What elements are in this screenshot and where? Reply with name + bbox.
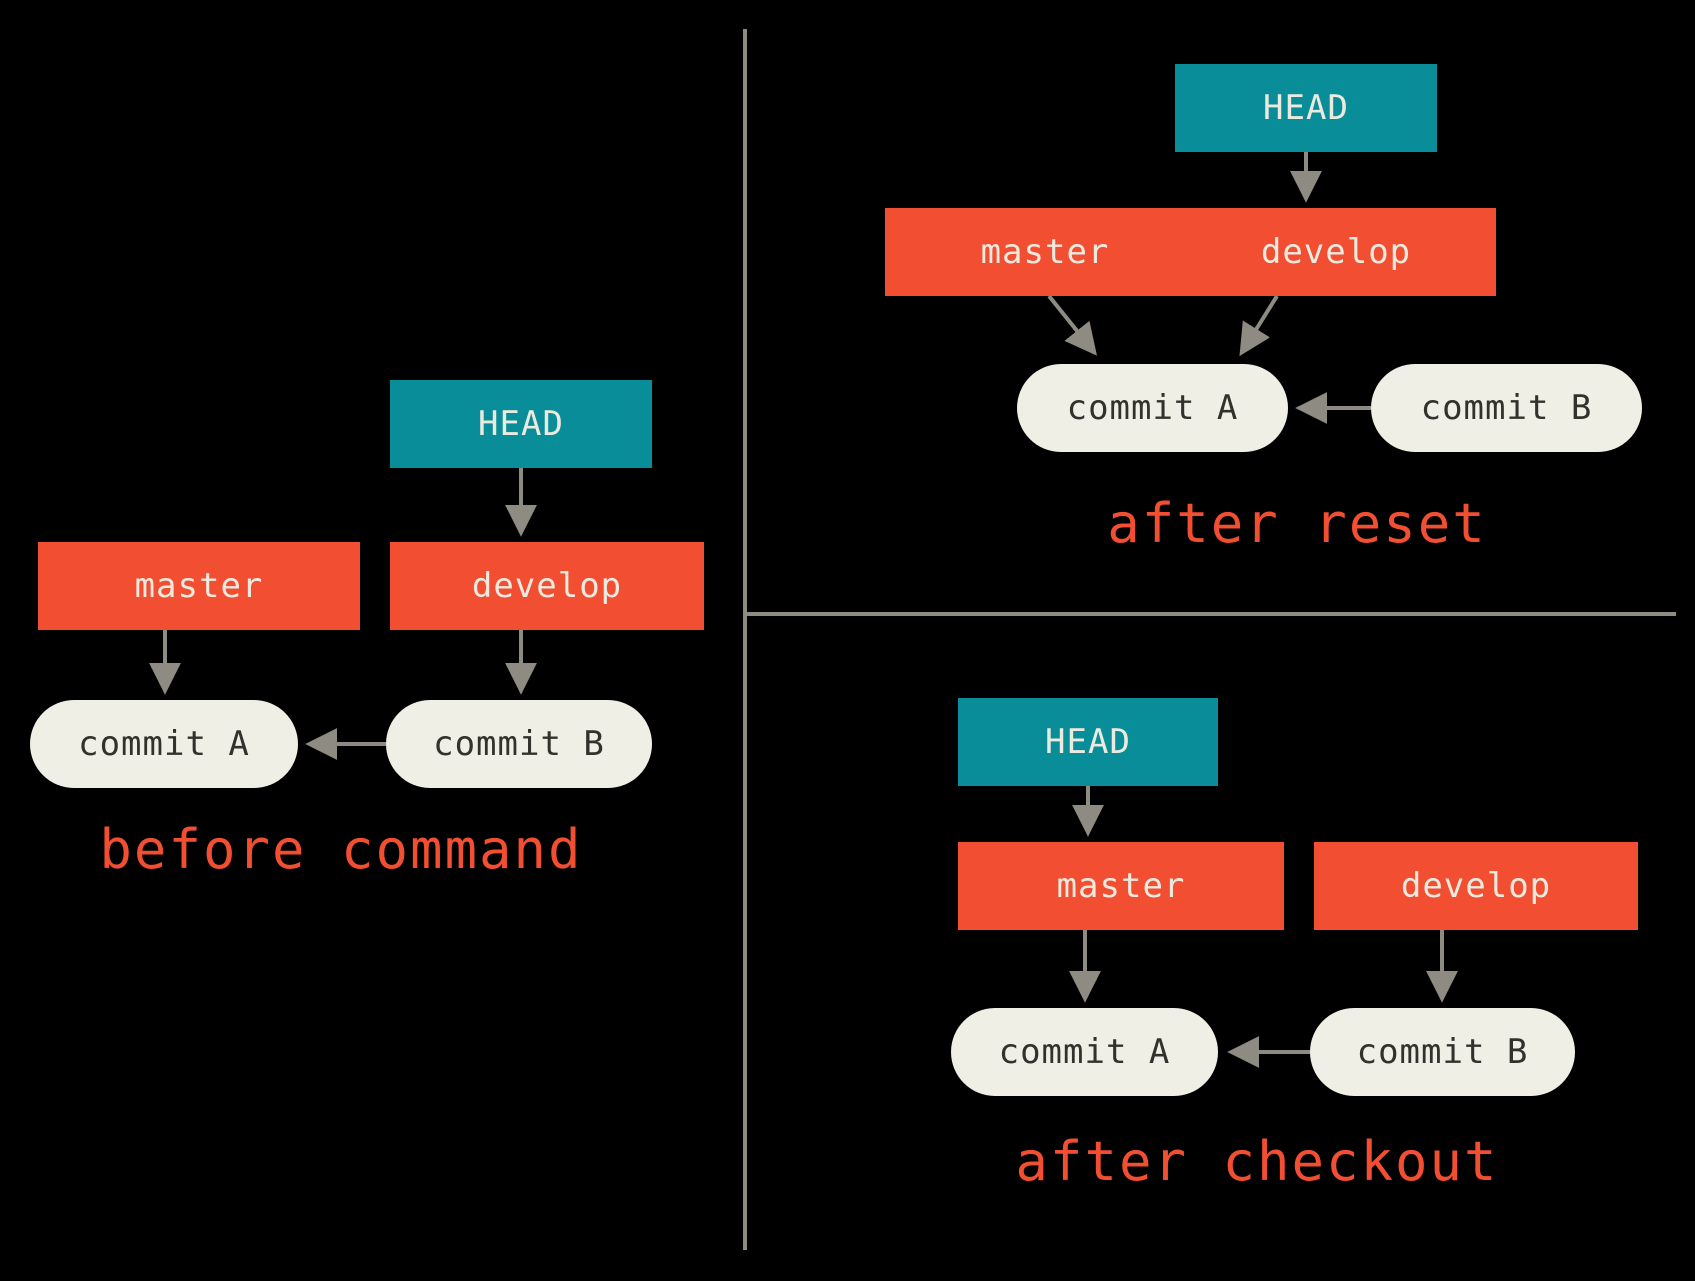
panel-caption: before command xyxy=(99,818,583,881)
master-branch-label: master xyxy=(980,232,1110,272)
panel-caption: after checkout xyxy=(1015,1130,1499,1193)
develop-branch-box: develop xyxy=(1314,842,1638,930)
panel-caption: after reset xyxy=(1107,492,1487,555)
master-branch-box: master xyxy=(958,842,1284,930)
combined-branch-box xyxy=(885,208,1496,296)
commit-a-node: commit A xyxy=(951,1008,1218,1096)
head-box: HEAD xyxy=(1175,64,1437,152)
head-box: HEAD xyxy=(958,698,1218,786)
commit-a-node: commit A xyxy=(1017,364,1288,452)
commit-b-node: commit B xyxy=(1371,364,1642,452)
head-box: HEAD xyxy=(390,380,652,468)
develop-branch-box: develop xyxy=(390,542,704,630)
commit-a-node: commit A xyxy=(30,700,298,788)
develop-branch-label: develop xyxy=(1260,232,1412,272)
commit-b-node: commit B xyxy=(386,700,652,788)
master-branch-box: master xyxy=(38,542,360,630)
commit-b-node: commit B xyxy=(1310,1008,1575,1096)
